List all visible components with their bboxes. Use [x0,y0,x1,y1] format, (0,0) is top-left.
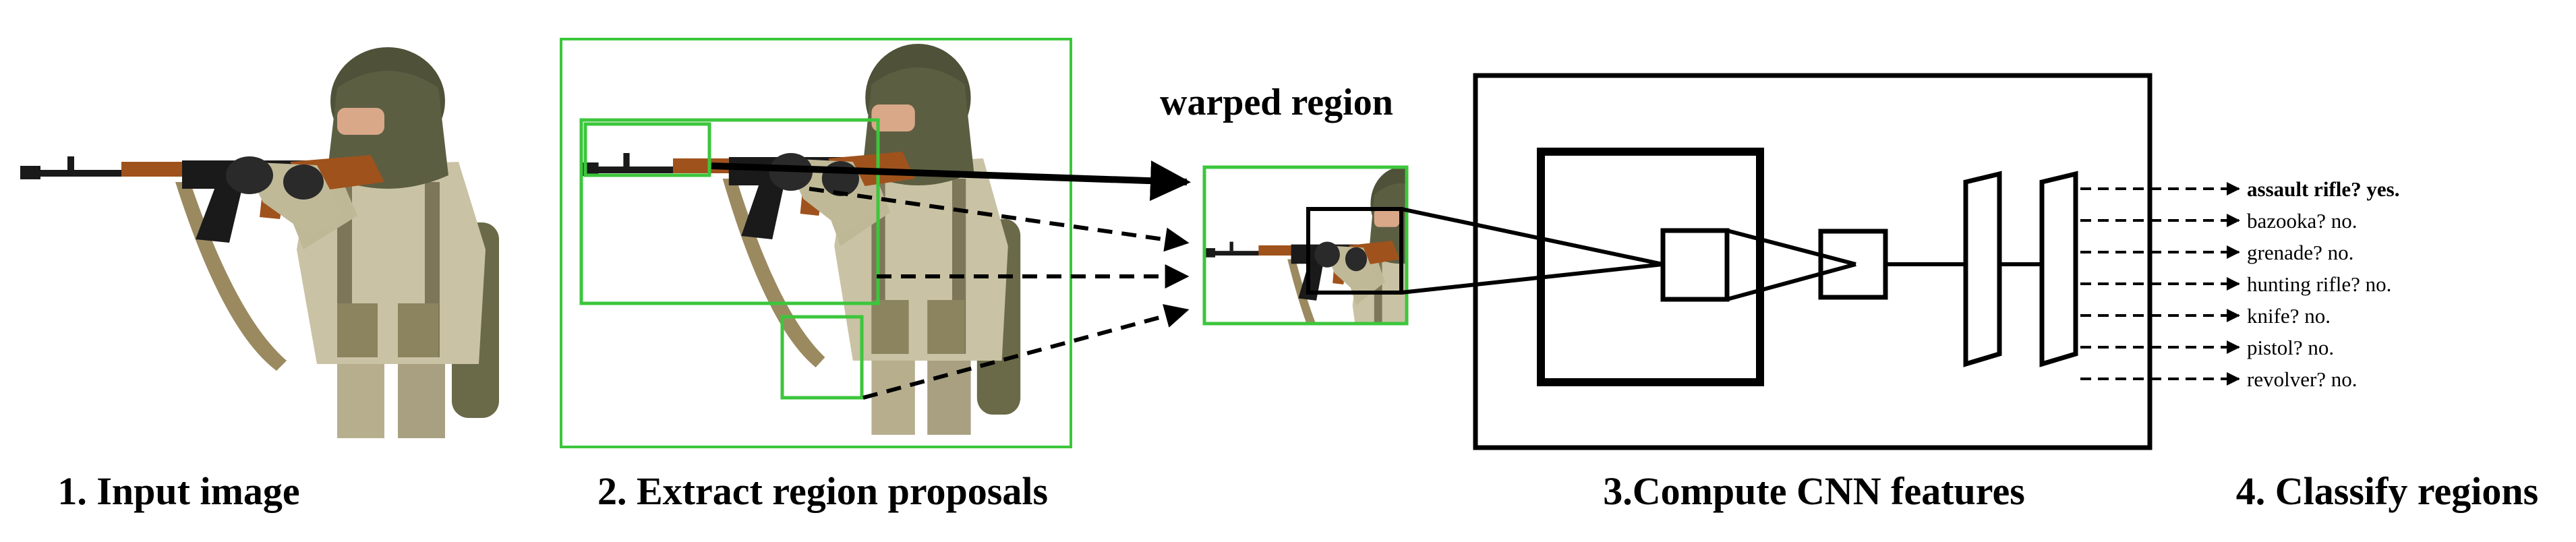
class-arrows [2080,182,2240,386]
feature-map-kernel [1660,228,1730,302]
dashed-arrow-3 [862,304,1190,400]
class-labels: assault rifle? yes. bazooka? no. grenade? … [2247,177,2399,391]
class-label: grenade? no. [2247,241,2353,264]
proposal-arrows [711,160,1191,400]
main-proposal-arrow [711,160,1191,202]
warped-region [1202,165,1409,326]
fc-layer-2 [2039,171,2078,367]
proposal-box-large [579,118,880,305]
step-1-label: 1. Input image [57,469,299,513]
proposal-frame [560,38,1072,448]
step-4-label: 4. Classify regions [2236,469,2538,513]
class-label: pistol? no. [2247,336,2334,359]
dashed-arrow-1 [809,187,1190,252]
class-label: hunting rifle? no. [2247,272,2391,296]
cnn-frame [1473,73,2153,450]
proposal-box-small [780,315,864,400]
projection-lines [1401,207,2042,301]
warped-region-label: warped region [1160,82,1393,123]
class-label: assault rifle? yes. [2247,177,2399,201]
class-label: bazooka? no. [2247,209,2358,233]
feature-map-large [1537,148,1764,386]
conv-receptive-field [1306,207,1403,295]
class-label: revolver? no. [2247,367,2358,391]
step-2-label: 2. Extract region proposals [597,469,1048,513]
proposal-box-rifle [583,122,711,177]
input-image [20,47,499,438]
region-proposals-panel [560,38,1072,448]
step-3-label: 3.Compute CNN features [1603,469,2025,513]
fc-layer-1 [1963,171,2002,367]
class-label: knife? no. [2247,304,2331,328]
